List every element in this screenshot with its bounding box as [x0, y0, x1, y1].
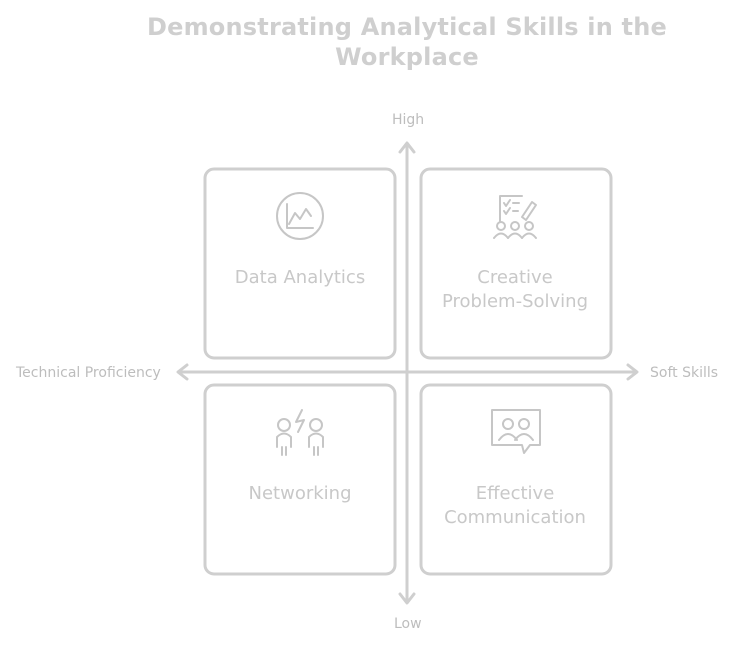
axis-label-soft-skills: Soft Skills	[650, 365, 719, 381]
quadrant-box-top-left	[203, 167, 397, 360]
title-line-1: Demonstrating Analytical Skills in the	[147, 13, 667, 41]
axis-arrow-left-icon	[176, 363, 189, 381]
axis-arrow-right-icon	[626, 363, 639, 381]
quadrant-label-line: Communication	[444, 507, 586, 528]
quadrant-label-data-analytics: Data Analytics	[205, 266, 395, 290]
axis-label-technical-proficiency: Technical Proficiency	[16, 365, 161, 381]
axis-label-high: High	[392, 112, 425, 128]
axis-arrow-down-icon	[398, 592, 416, 605]
brainstorm-group-icon	[493, 195, 537, 239]
quadrant-box-bottom-left	[203, 383, 397, 576]
diagram-title: Demonstrating Analytical Skills in the W…	[72, 12, 742, 72]
title-line-2: Workplace	[335, 43, 479, 71]
axis-label-low: Low	[394, 616, 422, 632]
quadrant-label-line: Creative	[477, 267, 553, 288]
people-connection-icon	[276, 409, 324, 456]
quadrant-box-top-right	[419, 167, 613, 360]
quadrant-label-line: Networking	[248, 483, 352, 504]
quadrant-label-line: Data Analytics	[234, 267, 366, 288]
quadrant-label-effective-communication: Effective Communication	[420, 482, 610, 530]
axis-arrow-up-icon	[398, 141, 416, 154]
chat-people-icon	[491, 409, 541, 454]
quadrant-label-creative-problem-solving: Creative Problem-Solving	[420, 266, 610, 314]
line-chart-icon	[276, 192, 324, 240]
quadrant-label-line: Effective	[475, 483, 555, 504]
quadrant-label-networking: Networking	[205, 482, 395, 506]
quadrant-label-line: Problem-Solving	[441, 291, 588, 312]
quadrant-box-bottom-right	[419, 383, 613, 576]
